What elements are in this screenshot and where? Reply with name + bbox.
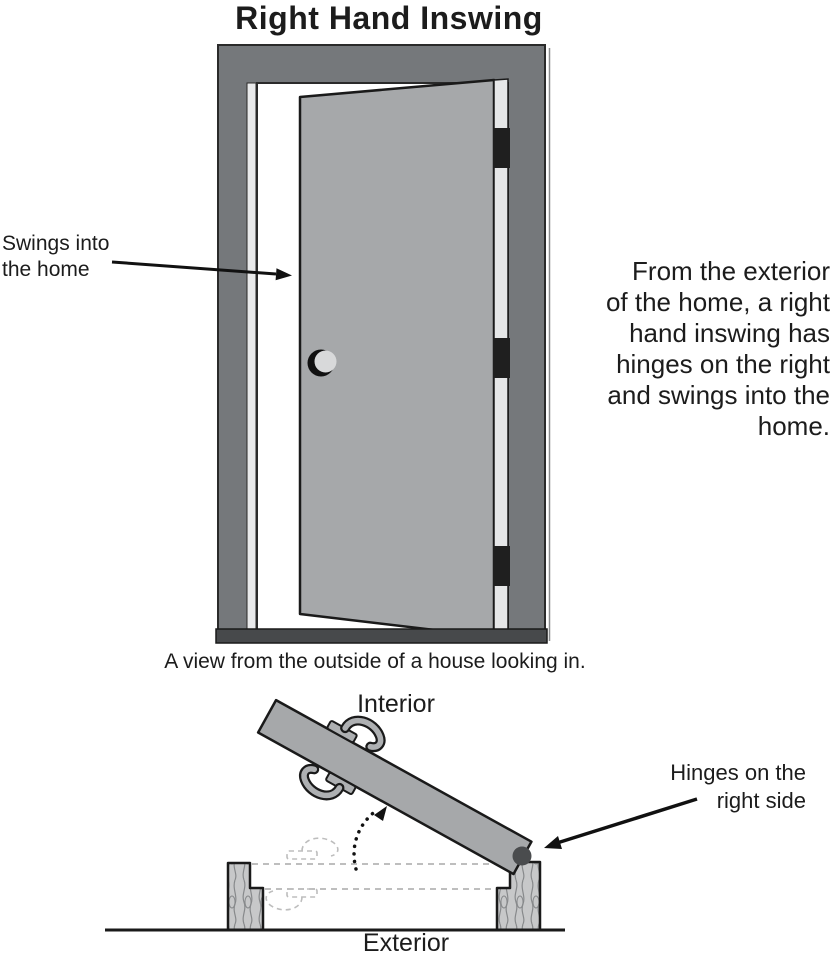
page-title: Right Hand Inswing [235, 0, 543, 36]
interior-label: Interior [357, 690, 435, 718]
closed-door-dashed [252, 863, 505, 890]
note-line: hinges on the right [616, 349, 830, 379]
exterior-door-handle [299, 763, 357, 801]
jamb-reveal [246, 82, 257, 631]
hinges-right-side-label: Hinges on the right side [670, 759, 806, 815]
label-line: Hinges on the [670, 760, 806, 785]
hinge-top [493, 128, 510, 168]
right-jamb [495, 860, 542, 932]
label-line: Swings into [2, 232, 110, 255]
ghost-handles [265, 837, 339, 911]
hinge-bottom [493, 546, 510, 586]
hinge-pivot-dot [512, 846, 532, 866]
label-line: right side [716, 788, 806, 813]
exterior-label: Exterior [362, 929, 450, 957]
swings-arrow [111, 260, 292, 281]
hinges-pointer-arrow [544, 797, 698, 849]
open-door-top-view [256, 698, 533, 876]
door-knob [307, 349, 337, 377]
left-jamb [226, 861, 265, 932]
figure-caption: A view from the outside of a house looki… [164, 650, 586, 673]
note-line: and swings into the [607, 380, 830, 410]
swing-direction-arrow [352, 806, 387, 871]
interior-door-handle [326, 715, 386, 753]
label-line: the home [2, 258, 90, 281]
door-sill [215, 628, 548, 644]
top-view-figure [105, 698, 698, 932]
exterior-description: From the exterior of the home, a right h… [606, 256, 830, 442]
note-line: home. [757, 411, 830, 441]
note-line: hand inswing has [629, 318, 830, 348]
hinge-middle [493, 338, 510, 378]
note-line: of the home, a right [605, 287, 830, 317]
note-line: From the exterior [632, 256, 830, 286]
exterior-view-figure [111, 44, 551, 644]
swings-into-home-label: Swings into the home [2, 231, 109, 283]
